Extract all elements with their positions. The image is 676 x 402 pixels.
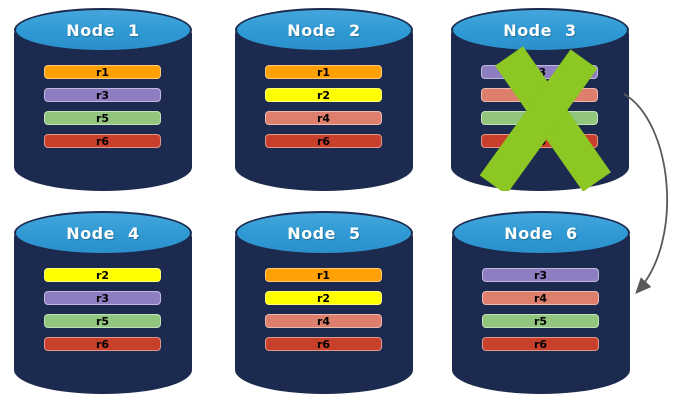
replica-label: r6 [316,134,331,148]
replica-bar: r6 [265,134,382,148]
node-title: Node 6 [504,223,578,243]
replica-list: r1 r2 r4 r6 [265,65,382,157]
replica-bar: r1 [265,65,382,79]
replica-label: r6 [95,134,110,148]
node-2: Node 2 r1 r2 r4 r6 [235,8,413,191]
node-title: Node 3 [503,20,577,40]
replica-label: r3 [95,291,110,305]
replica-label: r5 [533,314,548,328]
replica-label: r3 [532,65,547,79]
replica-bar: r6 [481,134,598,148]
replica-bar: r4 [265,111,382,125]
node-title: Node 2 [287,20,361,40]
replica-bar: r6 [265,337,382,351]
replica-label: r6 [533,337,548,351]
node-title: Node 1 [66,20,140,40]
replica-list: r1 r3 r5 r6 [44,65,161,157]
replica-label: r1 [95,65,110,79]
node-title: Node 5 [287,223,361,243]
replica-label: r2 [316,291,331,305]
replica-label: r1 [316,268,331,282]
replica-bar: r5 [44,314,161,328]
replica-label: r5 [95,111,110,125]
replica-bar: r2 [265,88,382,102]
cylinder-body [235,233,413,394]
replica-label: r6 [95,337,110,351]
replica-bar: r2 [44,268,161,282]
replica-label: r3 [95,88,110,102]
replica-bar: r6 [482,337,599,351]
node-title: Node 4 [66,223,140,243]
replica-list: r1 r2 r4 r6 [265,268,382,360]
replica-label: r5 [95,314,110,328]
node-6: Node 6 r3 r4 r5 r6 [452,211,630,394]
replica-bar: r4 [482,291,599,305]
replica-label: r6 [532,134,547,148]
replica-bar: r1 [44,65,161,79]
replica-label: r4 [533,291,548,305]
replica-label: r2 [316,88,331,102]
cylinder-top [235,211,413,255]
replica-bar: r5 [481,111,598,125]
node-5: Node 5 r1 r2 r4 r6 [235,211,413,394]
cylinder-body [14,233,192,394]
replica-bar: r3 [481,65,598,79]
cylinder-top [452,211,630,255]
replica-bar: r5 [482,314,599,328]
replica-bar: r6 [44,337,161,351]
replica-bar: r3 [44,88,161,102]
replica-label: r1 [316,65,331,79]
replica-label: r3 [533,268,548,282]
cylinder-top [235,8,413,52]
replica-label: r4 [316,314,331,328]
replica-list: r2 r3 r5 r6 [44,268,161,360]
replica-label: r4 [316,111,331,125]
replica-bar: r4 [481,88,598,102]
replica-label: r6 [316,337,331,351]
replica-bar: r6 [44,134,161,148]
replica-bar: r3 [482,268,599,282]
cylinder-top [14,8,192,52]
replica-label: r5 [532,111,547,125]
replica-bar: r3 [44,291,161,305]
node-3: Node 3 r3 r4 r5 r6 [451,8,629,191]
node-4: Node 4 r2 r3 r5 r6 [14,211,192,394]
cylinder-top [14,211,192,255]
cylinder-body [235,30,413,191]
replica-bar: r5 [44,111,161,125]
cylinder-body [14,30,192,191]
replica-list: r3 r4 r5 r6 [482,268,599,360]
replica-label: r2 [95,268,110,282]
replica-bar: r4 [265,314,382,328]
replica-bar: r1 [265,268,382,282]
replica-bar: r2 [265,291,382,305]
node-1: Node 1 r1 r3 r5 r6 [14,8,192,191]
replica-label: r4 [532,88,547,102]
replica-list: r3 r4 r5 r6 [481,65,598,157]
cylinder-body [452,233,630,394]
